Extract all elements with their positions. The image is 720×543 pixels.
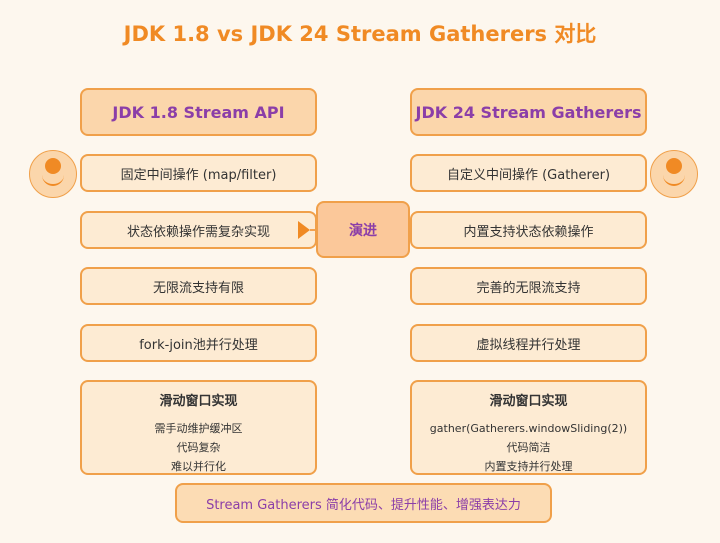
person-icon — [650, 150, 698, 198]
person-icon — [29, 150, 77, 198]
left-detail-title: 滑动窗口实现 — [159, 394, 238, 409]
left-header: JDK 1.8 Stream API — [80, 88, 317, 136]
diagram-title: JDK 1.8 vs JDK 24 Stream Gatherers 对比 — [123, 22, 597, 46]
left-item-4: fork-join池并行处理 — [80, 324, 317, 362]
right-detail-box: 滑动窗口实现 gather(Gatherers.windowSliding(2)… — [410, 380, 647, 475]
left-item-1: 固定中间操作 (map/filter) — [80, 154, 317, 192]
right-item-3: 完善的无限流支持 — [410, 267, 647, 305]
left-detail-box: 滑动窗口实现 需手动维护缓冲区 代码复杂 难以并行化 — [80, 380, 317, 475]
evolution-label: 演进 — [316, 201, 410, 258]
left-detail-line: 代码复杂 — [176, 441, 221, 454]
right-detail-line: 代码简洁 — [506, 441, 551, 454]
right-item-4: 虚拟线程并行处理 — [410, 324, 647, 362]
left-detail-line: 需手动维护缓冲区 — [154, 422, 243, 435]
right-detail-line: gather(Gatherers.windowSliding(2)) — [429, 422, 628, 435]
right-detail-line: 内置支持并行处理 — [484, 460, 573, 473]
right-detail-title: 滑动窗口实现 — [489, 394, 568, 409]
right-header: JDK 24 Stream Gatherers — [410, 88, 647, 136]
left-item-2: 状态依赖操作需复杂实现 — [80, 211, 317, 249]
left-item-3: 无限流支持有限 — [80, 267, 317, 305]
right-item-2: 内置支持状态依赖操作 — [410, 211, 647, 249]
left-detail-line: 难以并行化 — [171, 460, 226, 473]
summary-footer: Stream Gatherers 简化代码、提升性能、增强表达力 — [175, 483, 552, 523]
arrow-head-icon — [298, 221, 310, 239]
right-item-1: 自定义中间操作 (Gatherer) — [410, 154, 647, 192]
